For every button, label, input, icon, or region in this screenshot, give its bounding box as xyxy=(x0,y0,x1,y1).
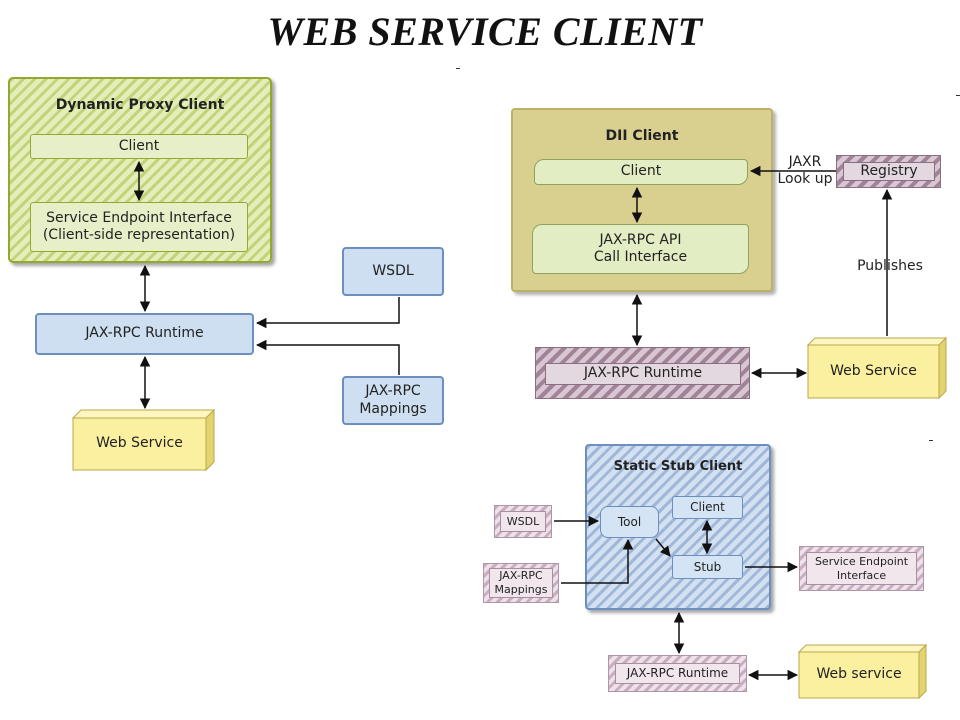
arrow-wsdl-runtime xyxy=(255,297,400,329)
static-tool-box: Tool xyxy=(600,506,659,538)
arrow-static-tool-stub xyxy=(655,538,671,557)
arrow-mappings-runtime xyxy=(255,339,400,375)
static-client-box: Client xyxy=(672,496,743,519)
proxy-sei-box: Service Endpoint Interface (Client-side … xyxy=(30,202,248,252)
proxy-runtime-box: JAX-RPC Runtime xyxy=(35,313,254,355)
proxy-mappings-box: JAX-RPC Mappings xyxy=(342,376,444,425)
dynamic-proxy-client-title: Dynamic Proxy Client xyxy=(55,97,225,113)
tick-mark xyxy=(929,440,933,441)
dii-api-box: JAX-RPC API Call Interface xyxy=(532,224,749,274)
dii-runtime-box: JAX-RPC Runtime xyxy=(545,363,741,385)
proxy-web-service-label: Web Service xyxy=(96,435,183,452)
dii-jaxr-label: JAXR Look up xyxy=(777,153,833,188)
page-title: WEB SERVICE CLIENT xyxy=(267,9,703,54)
static-web-service-box-3d xyxy=(797,643,928,700)
proxy-client-box: Client xyxy=(30,134,248,159)
static-stub-client-title: Static Stub Client xyxy=(613,459,743,474)
tick-mark xyxy=(456,68,460,69)
proxy-web-service-box-3d xyxy=(71,408,216,472)
tick-mark xyxy=(956,95,960,96)
arrow-static-mappings-tool xyxy=(561,538,634,584)
static-stub-box: Stub xyxy=(672,555,743,579)
dii-registry-box: Registry xyxy=(843,162,935,181)
dii-web-service-label: Web Service xyxy=(830,362,917,379)
static-mappings-box: JAX-RPC Mappings xyxy=(489,568,553,598)
dii-client-title: DII Client xyxy=(605,128,679,144)
static-runtime-box: JAX-RPC Runtime xyxy=(615,663,740,684)
static-wsdl-box: WSDL xyxy=(500,511,546,532)
static-web-service-label: Web service xyxy=(816,666,902,683)
dii-publishes-label: Publishes xyxy=(853,257,927,277)
dii-client-box: Client xyxy=(534,159,748,185)
static-sei-box: Service Endpoint Interface xyxy=(806,552,917,585)
proxy-wsdl-box: WSDL xyxy=(342,247,444,296)
dii-web-service-box-3d xyxy=(806,336,948,400)
